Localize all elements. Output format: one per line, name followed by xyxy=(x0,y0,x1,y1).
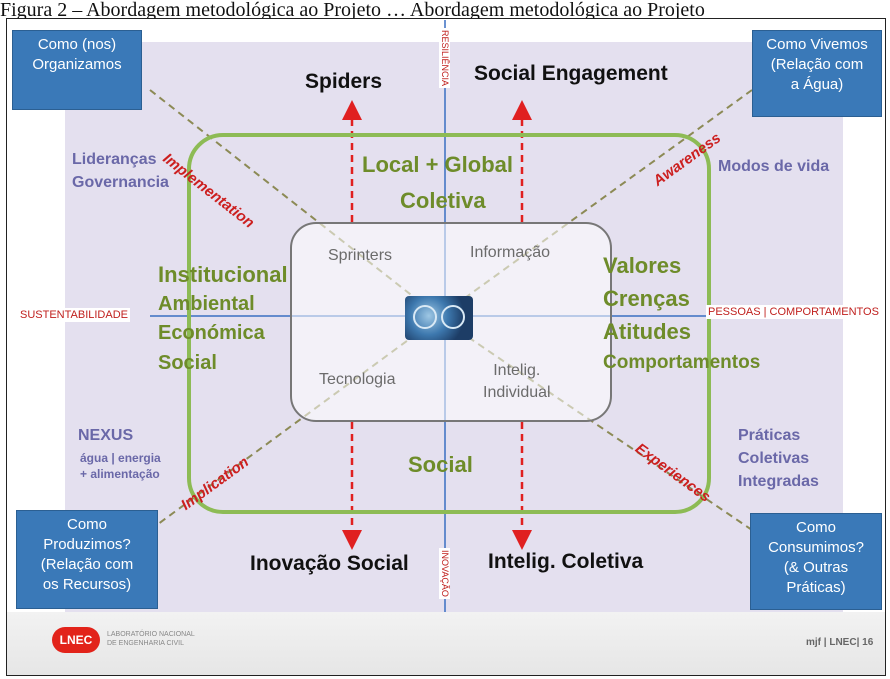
green-zone-border xyxy=(187,133,711,514)
heading-spiders: Spiders xyxy=(305,70,383,93)
slide-footer xyxy=(7,612,885,675)
corner-box-produzimos: Como Produzimos? (Relação com os Recurso… xyxy=(16,510,158,609)
lnec-logo: LNEC xyxy=(52,627,100,653)
figure-caption: Figura 2 – Abordagem metodológica ao Pro… xyxy=(0,0,705,21)
label-crencas: Crenças xyxy=(603,286,690,311)
lnec-institution-name: LABORATÓRIO NACIONAL DE ENGENHARIA CIVIL xyxy=(107,631,195,647)
label-praticas-coletivas: Práticas Coletivas Integradas xyxy=(738,427,819,490)
axis-label-sustentabilidade: SUSTENTABILIDADE xyxy=(18,308,130,322)
corner-box-consumimos: Como Consumimos? (& Outras Práticas) xyxy=(750,513,882,610)
label-liderancas-governancia: Lideranças Governancia xyxy=(72,151,169,191)
corner-box-organizamos: Como (nos) Organizamos xyxy=(12,30,142,110)
axis-label-resiliencia: RESILIÊNCIA xyxy=(439,28,450,89)
label-institucional: Institucional xyxy=(158,262,288,287)
label-local-global: Local + Global xyxy=(362,152,513,177)
heading-inovacao-social: Inovação Social xyxy=(250,552,409,575)
heading-intelig-coletiva: Intelig. Coletiva xyxy=(488,550,644,573)
corner-box-vivemos: Como Vivemos (Relação com a Água) xyxy=(752,30,882,117)
diagonal-line-top-right xyxy=(439,89,753,317)
label-comportamentos: Comportamentos xyxy=(603,352,761,373)
label-ambiental: Ambiental xyxy=(158,293,255,315)
label-modos-de-vida: Modos de vida xyxy=(718,158,830,175)
label-nexus: NEXUS xyxy=(78,427,134,444)
label-coletiva: Coletiva xyxy=(400,188,486,213)
label-sprinters: Sprinters xyxy=(328,247,393,264)
label-intelig-individual: Intelig. Individual xyxy=(483,362,551,401)
axis-label-pessoas-comportamentos: PESSOAS | COMPORTAMENTOS xyxy=(706,305,881,319)
slide-credit: mjf | LNEC| 16 xyxy=(806,637,874,648)
heading-social-engagement: Social Engagement xyxy=(474,62,668,85)
label-tecnologia: Tecnologia xyxy=(319,371,396,388)
label-social-center: Social xyxy=(408,452,473,477)
label-nexus-detail: água | energia + alimentação xyxy=(80,451,161,481)
label-informacao: Informação xyxy=(470,244,551,261)
axis-label-inovacao: INOVAÇÃO xyxy=(439,548,450,599)
globe-image xyxy=(405,296,473,340)
label-valores: Valores xyxy=(603,253,682,278)
label-social-left: Social xyxy=(158,352,217,374)
label-atitudes: Atitudes xyxy=(603,319,691,344)
label-economica: Económica xyxy=(158,322,265,344)
